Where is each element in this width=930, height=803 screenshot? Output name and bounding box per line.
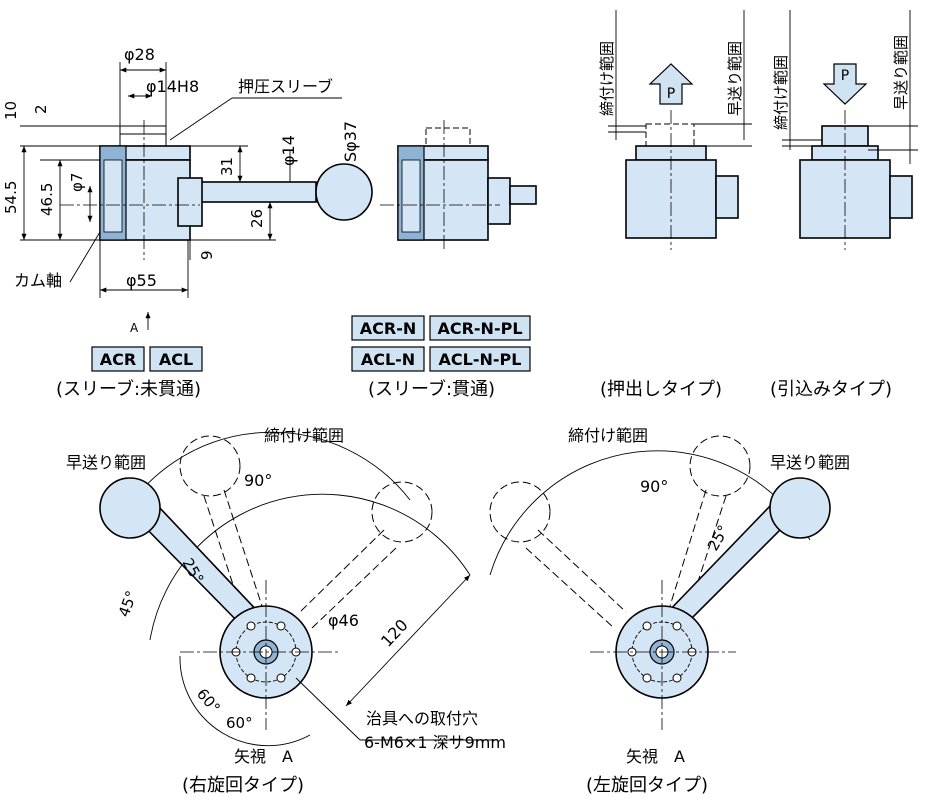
label-cam-shaft: カム軸	[14, 271, 62, 290]
bl-angle-45: 45°	[115, 588, 141, 619]
caption-left-turn: (左旋回タイプ)	[586, 775, 708, 796]
model-acl-n-pl: ACL-N-PL	[439, 350, 522, 369]
ghost-ball-2	[371, 481, 433, 543]
bl-fast-range: 早送り範囲	[66, 453, 146, 472]
model-acr: ACR	[100, 350, 136, 369]
dim-d55: φ55	[126, 271, 157, 290]
br-clamp-range: 締付け範囲	[568, 426, 648, 445]
badge-acl	[149, 346, 203, 372]
dim-26: 26	[248, 209, 266, 228]
push-arrow	[648, 63, 694, 105]
dim-46-5: 46.5	[38, 183, 56, 216]
push-fast-range: 早送り範囲	[726, 41, 744, 116]
push-out-type: P 締付け範囲 早送り範囲	[598, 10, 752, 250]
acr-n-side-view	[380, 120, 537, 250]
pull-arrow	[822, 63, 868, 105]
sleeve-stub	[119, 125, 167, 147]
badge-acr-n	[351, 315, 425, 341]
pull-clamp-range: 締付け範囲	[772, 55, 790, 130]
dim-31: 31	[218, 157, 236, 176]
bl-clamp-range: 締付け範囲	[264, 426, 344, 445]
pull-p: P	[841, 68, 849, 84]
dim-d7: φ7	[68, 173, 86, 192]
dim-10: 10	[2, 101, 20, 120]
acr-side-view: φ28 φ14H8 押圧スリーブ φ14 Sφ37 10 2 54.5 46.5…	[2, 45, 373, 335]
dim-sd37: Sφ37	[341, 121, 360, 162]
pull-in-type: P 締付け範囲 早送り範囲	[772, 10, 918, 250]
bl-mount-2: 6-M6×1 深サ9mm	[364, 733, 506, 752]
caption-sleeve-through: (スリーブ:貫通)	[368, 378, 495, 400]
br-view-a: 矢視 A	[626, 747, 685, 766]
handle-ball	[315, 163, 373, 221]
model-acr-n-pl: ACR-N-PL	[437, 319, 522, 338]
label-sleeve: 押圧スリーブ	[238, 77, 333, 96]
bl-angle-60a: 60°	[193, 685, 224, 717]
dim-d14: φ14	[279, 135, 298, 166]
br-angle-90: 90°	[640, 477, 668, 496]
badge-acr	[91, 346, 145, 372]
bl-dim-120: 120	[377, 615, 412, 650]
model-acl: ACL	[159, 350, 193, 369]
bl-angle-90: 90°	[244, 471, 272, 490]
caption-sleeve-not-through: (スリーブ:未貫通)	[56, 378, 201, 400]
badge-acl-n	[351, 346, 425, 372]
br-fast-range: 早送り範囲	[770, 453, 850, 472]
caption-pull-in: (引込みタイプ)	[770, 379, 892, 400]
view-a-mark: A	[130, 321, 139, 335]
dim-54-5: 54.5	[2, 181, 20, 214]
model-acr-n: ACR-N	[360, 319, 416, 338]
left-turn-view	[489, 435, 831, 730]
bl-d46: φ46	[328, 611, 359, 630]
dim-d14h8: φ14H8	[146, 77, 199, 96]
dim-2: 2	[32, 104, 50, 114]
right-turn-view	[99, 431, 498, 747]
pull-fast-range: 早送り範囲	[892, 35, 910, 110]
push-p: P	[667, 86, 675, 102]
caption-right-turn: (右旋回タイプ)	[182, 775, 304, 796]
bl-angle-60b: 60°	[226, 714, 253, 732]
dim-d28: φ28	[124, 45, 155, 64]
push-clamp-range: 締付け範囲	[598, 41, 616, 116]
dim-9: 9	[198, 250, 216, 260]
handle-shaft	[189, 181, 317, 203]
arm-ball	[99, 477, 161, 539]
model-acl-n: ACL-N	[361, 350, 415, 369]
bl-mount-1: 治具への取付穴	[366, 709, 478, 728]
ghost-ball-1	[179, 435, 241, 497]
bl-view-a: 矢視 A	[234, 747, 293, 766]
badge-acl-n-pl	[429, 346, 531, 372]
caption-push-out: (押出しタイプ)	[600, 379, 722, 400]
badge-acr-n-pl	[429, 315, 531, 341]
